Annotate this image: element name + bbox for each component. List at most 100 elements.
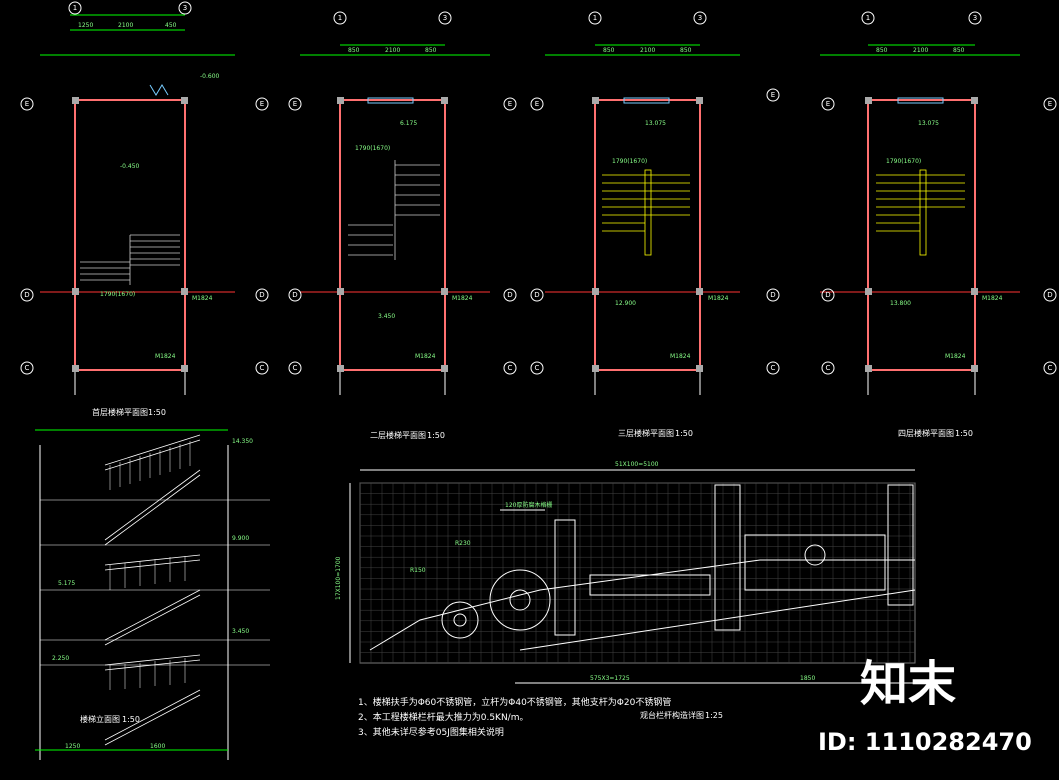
dim-2: 2100	[118, 22, 133, 29]
axis-E: E	[535, 100, 539, 108]
level-main: 13.800	[890, 300, 911, 307]
dim-left: 17X100=1700	[335, 556, 342, 600]
axis-D: D	[1047, 291, 1052, 299]
floor-plan-3: 850 2100 850 12.900 13.075 1790(1670) M1…	[545, 44, 740, 438]
stair-label: 1790(1670)	[100, 291, 135, 298]
door-label: M1824	[452, 295, 473, 302]
axis-E: E	[826, 100, 830, 108]
axis-D: D	[770, 291, 775, 299]
general-notes: 1、楼梯扶手为Φ60不锈钢管，立杆为Φ40不锈钢管，其他支杆为Φ20不锈钢管 2…	[358, 696, 671, 738]
plan-scale: 1:50	[675, 429, 693, 438]
dim-bottom-right: 1850	[800, 675, 815, 682]
level-main: -0.450	[120, 163, 140, 170]
section-title: 楼梯立面图	[80, 714, 120, 724]
dim-bottom: 1600	[150, 743, 165, 750]
note-1: 1、楼梯扶手为Φ60不锈钢管，立杆为Φ40不锈钢管，其他支杆为Φ20不锈钢管	[358, 696, 671, 708]
axis-1: 1	[866, 14, 870, 22]
axis-D: D	[534, 291, 539, 299]
axis-C: C	[826, 364, 831, 372]
note-3: 3、其他未详尽参考05J图集相关说明	[358, 726, 504, 738]
level-mark: 3.450	[232, 628, 249, 635]
axis-3: 3	[973, 14, 977, 22]
plan-title: 二层楼梯平面图	[370, 430, 426, 440]
dim-3: 850	[680, 47, 692, 54]
axis-C: C	[771, 364, 776, 372]
axis-3: 3	[183, 4, 187, 12]
section-scale: 1:50	[122, 715, 140, 724]
plan-title: 首层楼梯平面图	[92, 407, 148, 417]
level-mark: 14.350	[232, 438, 253, 445]
axis-C: C	[508, 364, 513, 372]
axis-E: E	[293, 100, 297, 108]
axis-C: C	[1048, 364, 1053, 372]
axis-C: C	[293, 364, 298, 372]
dim-1: 850	[603, 47, 615, 54]
plan-scale: 1:50	[148, 408, 166, 417]
level-lower: 13.075	[918, 120, 939, 127]
plan-scale: 1:50	[427, 431, 445, 440]
axis-D: D	[507, 291, 512, 299]
axis-D: D	[24, 291, 29, 299]
door-label: M1824	[192, 295, 213, 302]
dim-3: 450	[165, 22, 177, 29]
grid-axis-bubbles: 1 3 1 3 1 3 1 3 E D C E D C E D C E D C …	[20, 1, 1057, 375]
stair-label: 1790(1670)	[355, 145, 390, 152]
dim-3: 850	[953, 47, 965, 54]
note-2: 2、本工程楼梯栏杆最大推力为0.5KN/m。	[358, 711, 528, 723]
dim-top: 51X100=5100	[615, 461, 659, 468]
axis-E: E	[508, 100, 512, 108]
axis-E: E	[260, 100, 264, 108]
axis-1: 1	[593, 14, 597, 22]
dim-bottom: 1250	[65, 743, 80, 750]
stair-label: 1790(1670)	[612, 158, 647, 165]
dim-3: 850	[425, 47, 437, 54]
callout: R150	[410, 567, 426, 574]
floor-plan-4: 850 2100 850 13.800 13.075 1790(1670) M1…	[820, 44, 1020, 438]
door-label: M1824	[670, 353, 691, 360]
railing-detail: 51X100=5100 17X100=1700 120厚防腐木格栅 R230 R…	[335, 461, 916, 720]
dim-2: 2100	[913, 47, 928, 54]
level-main: 3.450	[378, 313, 395, 320]
dim-2: 2100	[385, 47, 400, 54]
dim-1: 850	[876, 47, 888, 54]
dim-1: 1250	[78, 22, 93, 29]
door-label: M1824	[982, 295, 1003, 302]
watermark-logo: 知末	[860, 656, 956, 712]
axis-E: E	[771, 91, 775, 99]
plan-scale: 1:50	[955, 429, 973, 438]
axis-1: 1	[73, 4, 77, 12]
door-label: M1824	[945, 353, 966, 360]
axis-C: C	[260, 364, 265, 372]
axis-D: D	[825, 291, 830, 299]
door-label: M1824	[155, 353, 176, 360]
door-label: M1824	[415, 353, 436, 360]
level-mark: 2.250	[52, 655, 69, 662]
plan-title: 三层楼梯平面图	[618, 428, 674, 438]
plan-title: 四层楼梯平面图	[898, 428, 954, 438]
floor-plan-1: 1250 2100 450 -0.450 -0.600 1790(1670) M…	[40, 14, 235, 417]
level-lower: 6.175	[400, 120, 417, 127]
level-lower: -0.600	[200, 73, 220, 80]
dim-2: 2100	[640, 47, 655, 54]
watermark-id: ID: 1110282470	[818, 728, 1032, 756]
stair-label: 1790(1670)	[886, 158, 921, 165]
stair-elevation: 14.350 9.900 5.175 3.450 2.250 1250 1600…	[35, 429, 270, 760]
axis-1: 1	[338, 14, 342, 22]
callout: R230	[455, 540, 471, 547]
watermark: 知末 ID: 1110282470	[818, 656, 1032, 756]
dim-bottom-left: 575X3=1725	[590, 675, 630, 682]
axis-C: C	[25, 364, 30, 372]
level-lower: 13.075	[645, 120, 666, 127]
floor-plan-2: 850 2100 850 3.450 6.175 1790(1670) M182…	[300, 44, 490, 440]
detail-scale: 1:25	[705, 711, 723, 720]
axis-C: C	[535, 364, 540, 372]
axis-E: E	[25, 100, 29, 108]
dim-1: 850	[348, 47, 360, 54]
axis-D: D	[292, 291, 297, 299]
axis-D: D	[259, 291, 264, 299]
level-main: 12.900	[615, 300, 636, 307]
axis-3: 3	[443, 14, 447, 22]
axis-3: 3	[698, 14, 702, 22]
level-mark: 5.175	[58, 580, 75, 587]
door-label: M1824	[708, 295, 729, 302]
